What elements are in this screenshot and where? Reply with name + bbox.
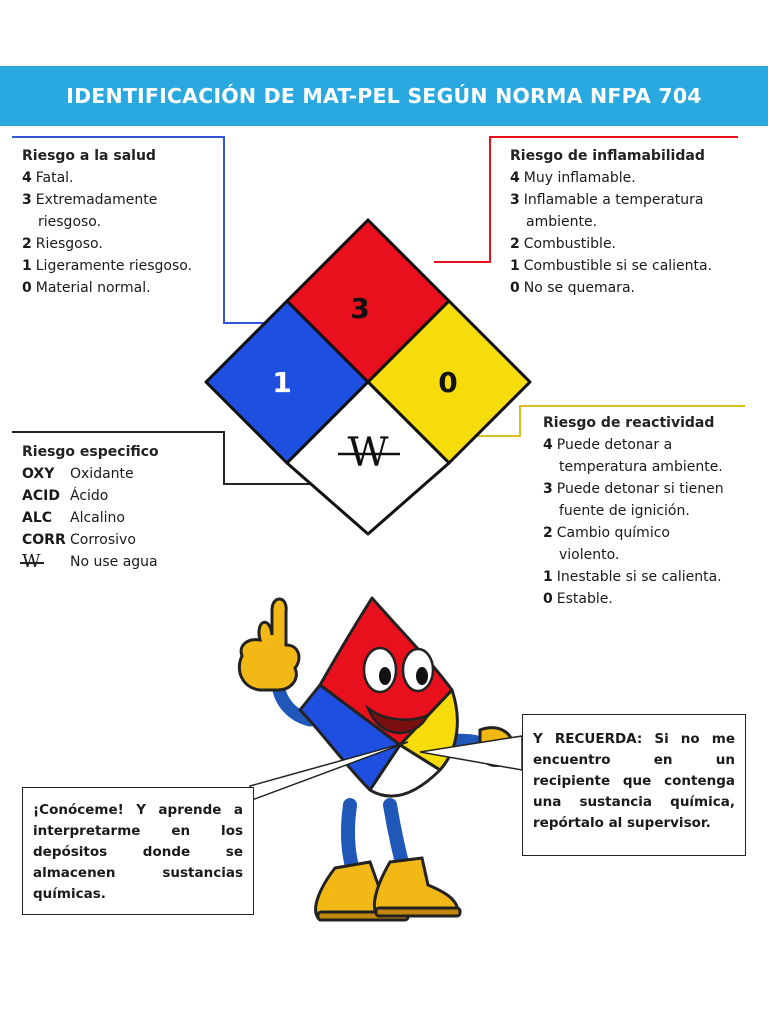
right-callout-pointer [419, 735, 523, 771]
list-item-cont: ambiente. [526, 214, 598, 230]
list-item-cont: riesgoso. [38, 214, 102, 230]
flammability-value: 3 [350, 292, 369, 325]
nfpa-diamond: 3 1 0 W [204, 218, 532, 536]
no-water-icon: W [20, 551, 70, 573]
left-callout-pointer [249, 741, 409, 802]
flammability-connector [434, 136, 738, 263]
right-pupil [416, 667, 428, 685]
reactivity-value: 0 [438, 366, 457, 399]
special-quadrant [285, 380, 451, 536]
smile-icon [365, 704, 431, 735]
left-pupil [379, 667, 391, 685]
title-banner: IDENTIFICACIÓN DE MAT-PEL SEGÚN NORMA NF… [0, 66, 768, 126]
list-item-cont: temperatura ambiente. [559, 459, 723, 475]
health-connector [12, 136, 270, 324]
specific-connector [12, 431, 322, 485]
reactivity-heading: Riesgo de reactividad [543, 415, 715, 431]
list-item-cont: violento. [559, 547, 620, 563]
list-item-cont: fuente de ignición. [559, 503, 690, 519]
health-value: 1 [272, 366, 291, 399]
right-callout: Y RECUERDA: Si no me encuentro en un rec… [522, 714, 746, 856]
specific-heading: Riesgo especifico [22, 444, 159, 460]
flammability-heading: Riesgo de inflamabilidad [510, 148, 705, 164]
mascot-body-white [368, 743, 442, 798]
reactivity-connector [474, 405, 745, 437]
left-callout: ¡Conóceme! Y aprende a interpretarme en … [22, 787, 254, 915]
list-item: W No use agua [20, 551, 158, 573]
page-title: IDENTIFICACIÓN DE MAT-PEL SEGÚN NORMA NF… [66, 84, 702, 108]
right-boot-sole [374, 906, 462, 918]
pointing-glove-icon [237, 597, 301, 692]
diamond-mascot [237, 596, 515, 922]
health-heading: Riesgo a la salud [22, 148, 156, 164]
